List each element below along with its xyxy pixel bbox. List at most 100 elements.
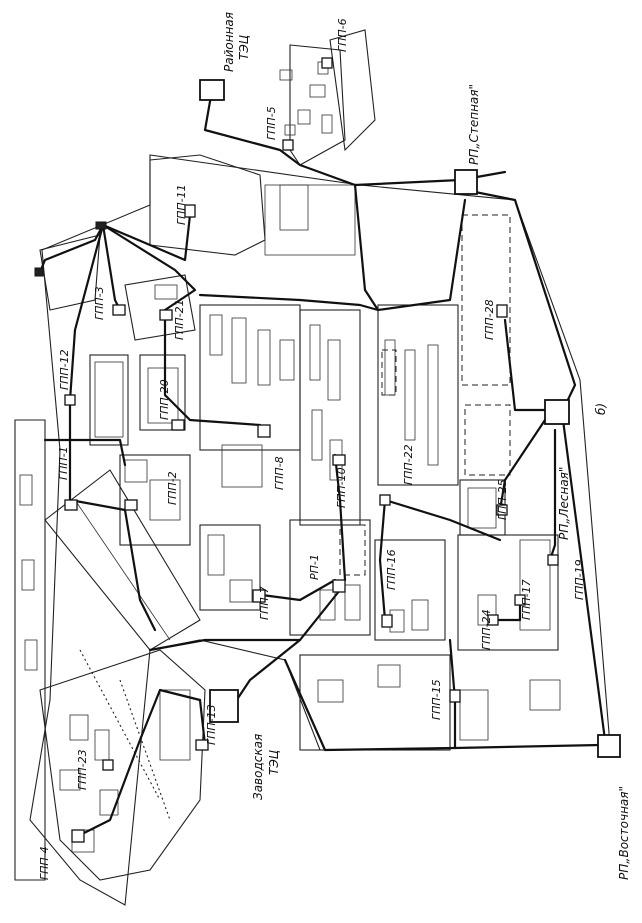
gpp10-label: ГПП-10 bbox=[335, 467, 348, 508]
area-gpp20-inner bbox=[94, 361, 124, 438]
line-gpp11 bbox=[101, 213, 192, 262]
area-gpp11 bbox=[149, 154, 266, 256]
cb2-c bbox=[311, 409, 323, 461]
line-zavod-tec-north bbox=[228, 638, 302, 712]
block-e bbox=[284, 124, 296, 136]
block-d bbox=[321, 114, 333, 134]
gpp3-label: ГПП-3 bbox=[93, 286, 106, 320]
area-gpp15 bbox=[299, 654, 451, 751]
gpp-symbols bbox=[34, 57, 559, 843]
gpp21-label: ГПП-21 bbox=[173, 299, 186, 340]
gpp16-label: ГПП-16 bbox=[385, 549, 398, 590]
gpp2-symbol bbox=[124, 499, 138, 511]
cb1-d bbox=[279, 339, 295, 381]
gpp7-b bbox=[229, 579, 253, 603]
rp1-symbol bbox=[332, 579, 346, 593]
line-lesnaya-vostochnaya bbox=[561, 418, 607, 742]
area-gpp20 bbox=[139, 354, 186, 431]
line-gpp12 bbox=[68, 223, 105, 402]
line-vostochnaya-west bbox=[283, 658, 602, 752]
le-b bbox=[21, 559, 35, 591]
rp1-b bbox=[344, 584, 361, 621]
block-g bbox=[279, 184, 309, 231]
rayonnaya-tec-label-2: ТЭЦ bbox=[237, 35, 251, 60]
gpp23-d bbox=[99, 789, 119, 816]
rp-stepnaya-label: РП„Степная" bbox=[467, 84, 481, 165]
line-gpp22-east bbox=[383, 498, 502, 542]
gpp23-c bbox=[59, 769, 81, 791]
long-building-left bbox=[44, 469, 201, 651]
gpp6-label: ГПП-6 bbox=[336, 18, 349, 52]
gpp24-label: ГПП-24 bbox=[480, 609, 493, 650]
gpp8-symbol bbox=[257, 424, 271, 438]
cb1-c bbox=[257, 329, 271, 386]
gpp15-b bbox=[377, 664, 401, 688]
gpp2-label: ГПП-2 bbox=[166, 471, 179, 505]
gpp13-symbol bbox=[195, 739, 209, 751]
gpp25-label: ГПП-25 bbox=[496, 479, 509, 520]
line-lesnaya-gpp19 bbox=[548, 428, 557, 562]
line-tec-to-stepnaya bbox=[203, 88, 462, 187]
line-lesnaya-gpp28 bbox=[503, 318, 547, 412]
cb1-e bbox=[221, 444, 263, 488]
gpp1-symbol bbox=[64, 499, 78, 511]
gpp12-label: ГПП-12 bbox=[58, 349, 71, 390]
zavodskaya-tec-symbol bbox=[209, 689, 239, 723]
line-gpp21 bbox=[101, 223, 197, 312]
gpp28-symbol bbox=[496, 304, 508, 318]
gpp4-symbol bbox=[71, 829, 85, 843]
site-buildings bbox=[14, 29, 611, 906]
block-a bbox=[279, 69, 293, 81]
gpp15-symbol bbox=[449, 689, 461, 703]
gpp5-symbol bbox=[282, 139, 294, 151]
line-gpp24-gpp17 bbox=[493, 598, 522, 622]
gpp28-label: ГПП-28 bbox=[483, 299, 496, 340]
center-block-2 bbox=[299, 309, 361, 526]
rp-vostochnaya-symbol bbox=[597, 734, 621, 758]
gpp22-label: ГПП-22 bbox=[402, 444, 415, 485]
area-gpp7 bbox=[199, 524, 261, 611]
gpp7-label: ГПП-7 bbox=[258, 586, 271, 620]
line-left-top bbox=[38, 223, 105, 274]
area-gpp20-inner2 bbox=[147, 367, 179, 424]
gpp16-b bbox=[411, 599, 429, 631]
line-stepnaya-lesnaya bbox=[463, 188, 577, 412]
area-gpp20-left bbox=[89, 354, 129, 446]
cb1-b bbox=[231, 317, 247, 384]
area-gpp6-block bbox=[329, 29, 376, 152]
left-edge-block bbox=[14, 419, 46, 881]
line-gpp22-gpp16 bbox=[378, 498, 387, 622]
rp-vostochnaya-label: РП„Восточная" bbox=[617, 786, 631, 880]
area-gpp5-block bbox=[289, 44, 346, 166]
gpp7-a bbox=[207, 534, 225, 576]
area-gpp25-inner bbox=[467, 487, 497, 529]
long-building-axis bbox=[74, 499, 171, 641]
rp1-label: РП-1 bbox=[308, 554, 321, 580]
gpp20-label: ГПП-20 bbox=[158, 379, 171, 420]
area-gpp23 bbox=[39, 649, 206, 881]
left-node bbox=[34, 267, 44, 277]
zavodskaya-tec-label-1: Заводская bbox=[251, 734, 265, 800]
gpp25-symbol bbox=[496, 504, 508, 516]
rail-track-1 bbox=[79, 649, 161, 801]
line-gpp13 bbox=[198, 698, 207, 747]
gpp2-a bbox=[124, 459, 148, 483]
gpp17-inner bbox=[519, 539, 551, 631]
cb3-a bbox=[384, 339, 396, 396]
gpp6-symbol bbox=[321, 57, 333, 69]
line-gpp7-rp1 bbox=[260, 578, 337, 602]
gpp15-a bbox=[317, 679, 344, 703]
le-a bbox=[19, 474, 33, 506]
gpp8-label: ГПП-8 bbox=[273, 456, 286, 490]
gpp23-label: ГПП-23 bbox=[76, 749, 89, 790]
gpp24-a bbox=[477, 594, 497, 626]
gpp4-label: ГПП-4 bbox=[38, 846, 51, 880]
gpp17-symbol bbox=[514, 594, 526, 606]
dashed-area-2 bbox=[464, 404, 511, 476]
area-gpp16 bbox=[374, 539, 446, 641]
power-lines bbox=[38, 88, 607, 837]
le-c bbox=[24, 639, 38, 671]
cb2-a bbox=[309, 324, 321, 381]
gpp22-symbol bbox=[379, 494, 391, 506]
cb1-a bbox=[209, 314, 223, 356]
